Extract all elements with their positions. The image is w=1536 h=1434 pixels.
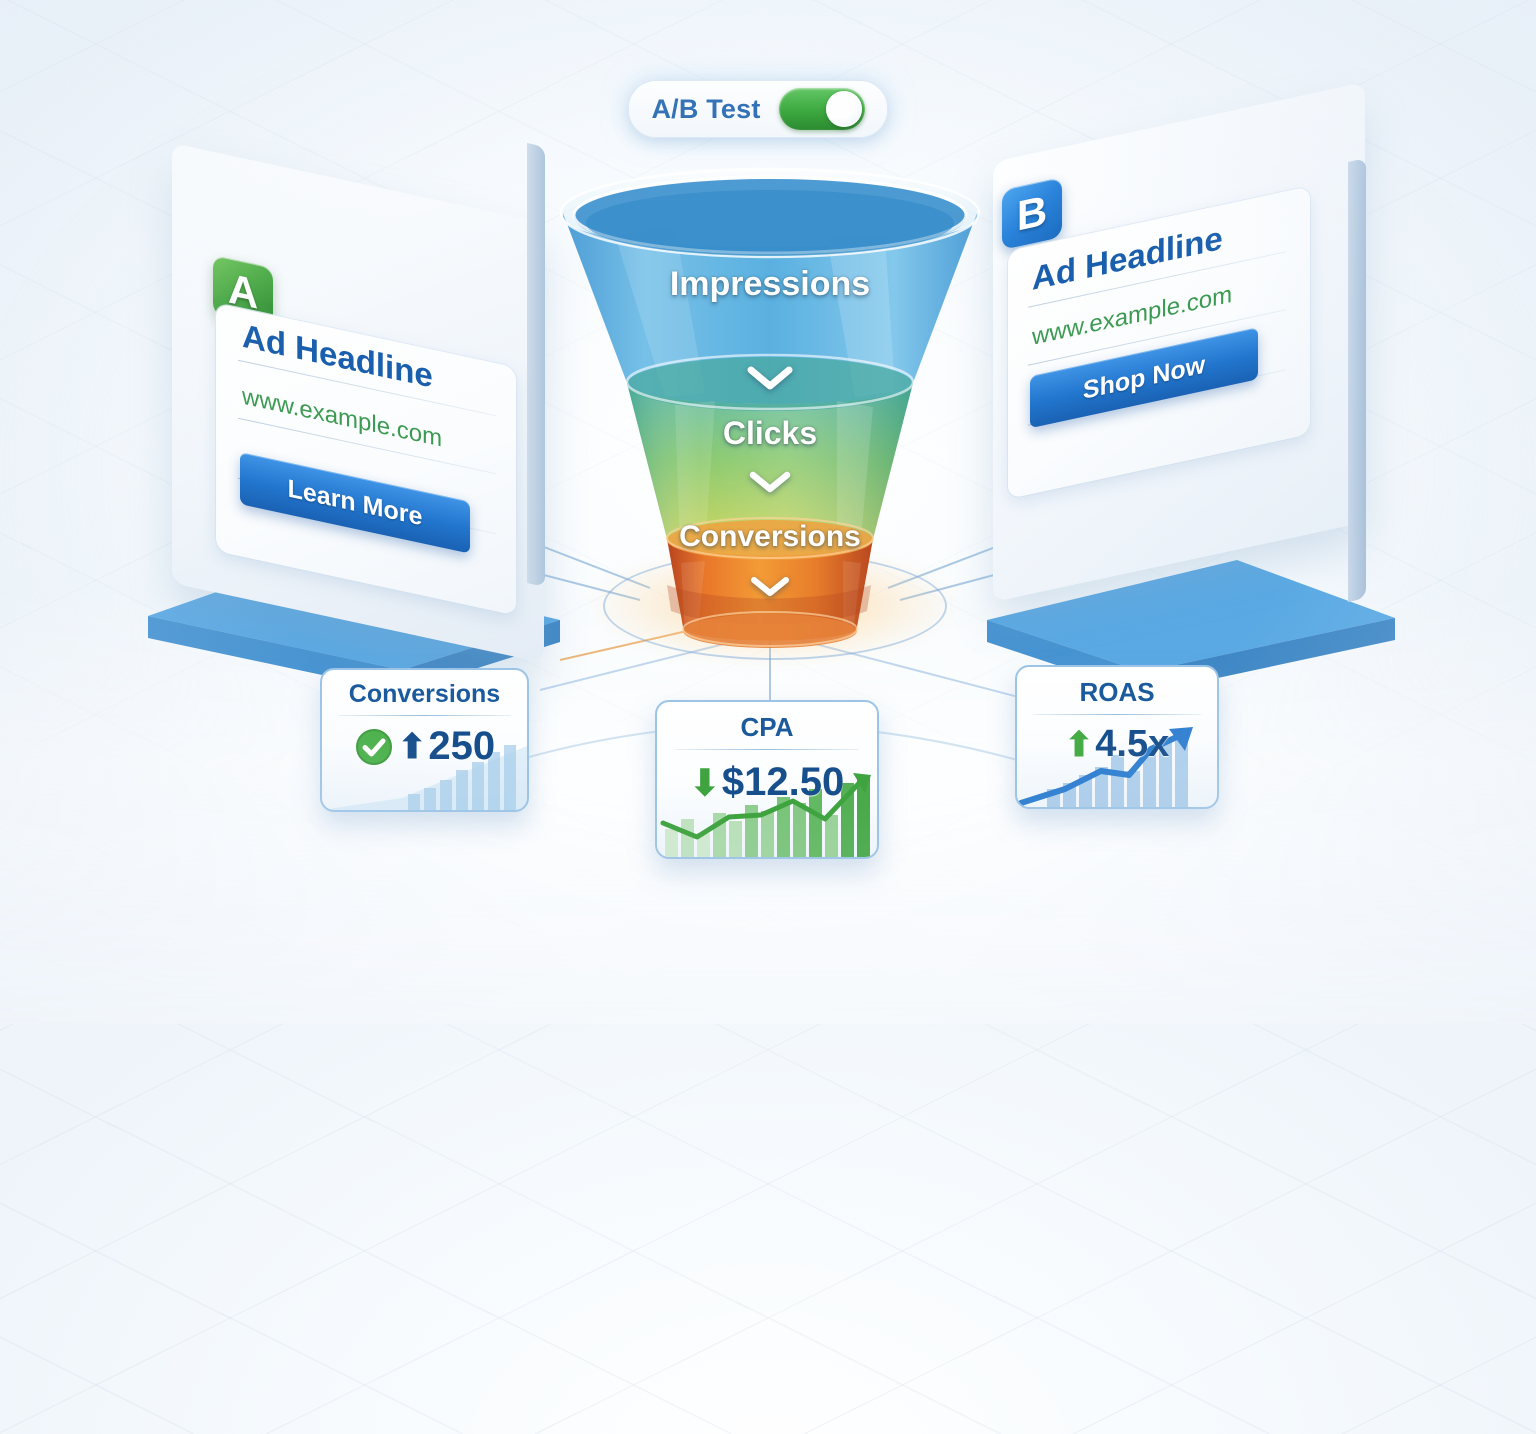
toggle-switch-on-icon[interactable] — [778, 88, 865, 130]
funnel-shape — [559, 167, 981, 648]
variant-b-cta-label: Shop Now — [1082, 350, 1206, 405]
metric-card-conversions[interactable]: Conversions ⬆ 250 — [320, 668, 529, 812]
arrow-up-icon: ⬆ — [1064, 725, 1094, 764]
ab-test-toggle[interactable]: A/B Test — [628, 80, 888, 138]
arrow-down-icon: ⬇ — [689, 761, 720, 803]
conversions-value: 250 — [428, 724, 496, 768]
metric-card-cpa[interactable]: CPA ⬇ $12.50 — [655, 700, 879, 859]
conversion-funnel: Impressions Clicks Conversions — [555, 165, 985, 655]
cpa-title: CPA — [740, 712, 794, 742]
arrow-up-icon: ⬆ — [397, 727, 427, 766]
metric-card-roas[interactable]: ROAS ⬆ 4.5x — [1015, 665, 1219, 809]
variant-a-cta-label: Learn More — [287, 473, 423, 531]
check-circle-icon — [355, 728, 392, 765]
roas-value: 4.5x — [1095, 723, 1170, 765]
variant-b-board-edge — [1348, 158, 1366, 602]
conversions-title: Conversions — [348, 680, 501, 708]
cpa-value-row: ⬇ $12.50 — [657, 750, 877, 805]
roas-value-row: ⬆ 4.5x — [1017, 715, 1217, 766]
variant-a-cta-button[interactable]: Learn More — [240, 452, 470, 554]
ab-test-label: A/B Test — [651, 93, 761, 124]
toggle-knob — [825, 91, 862, 127]
variant-a-board-edge — [527, 143, 545, 587]
cpa-value: $12.50 — [721, 760, 845, 804]
conversions-value-row: ⬆ 250 — [322, 716, 527, 769]
roas-title: ROAS — [1079, 677, 1155, 707]
variant-a-url: www.example.com — [242, 382, 443, 453]
variant-b-badge-label: B — [1016, 186, 1048, 240]
